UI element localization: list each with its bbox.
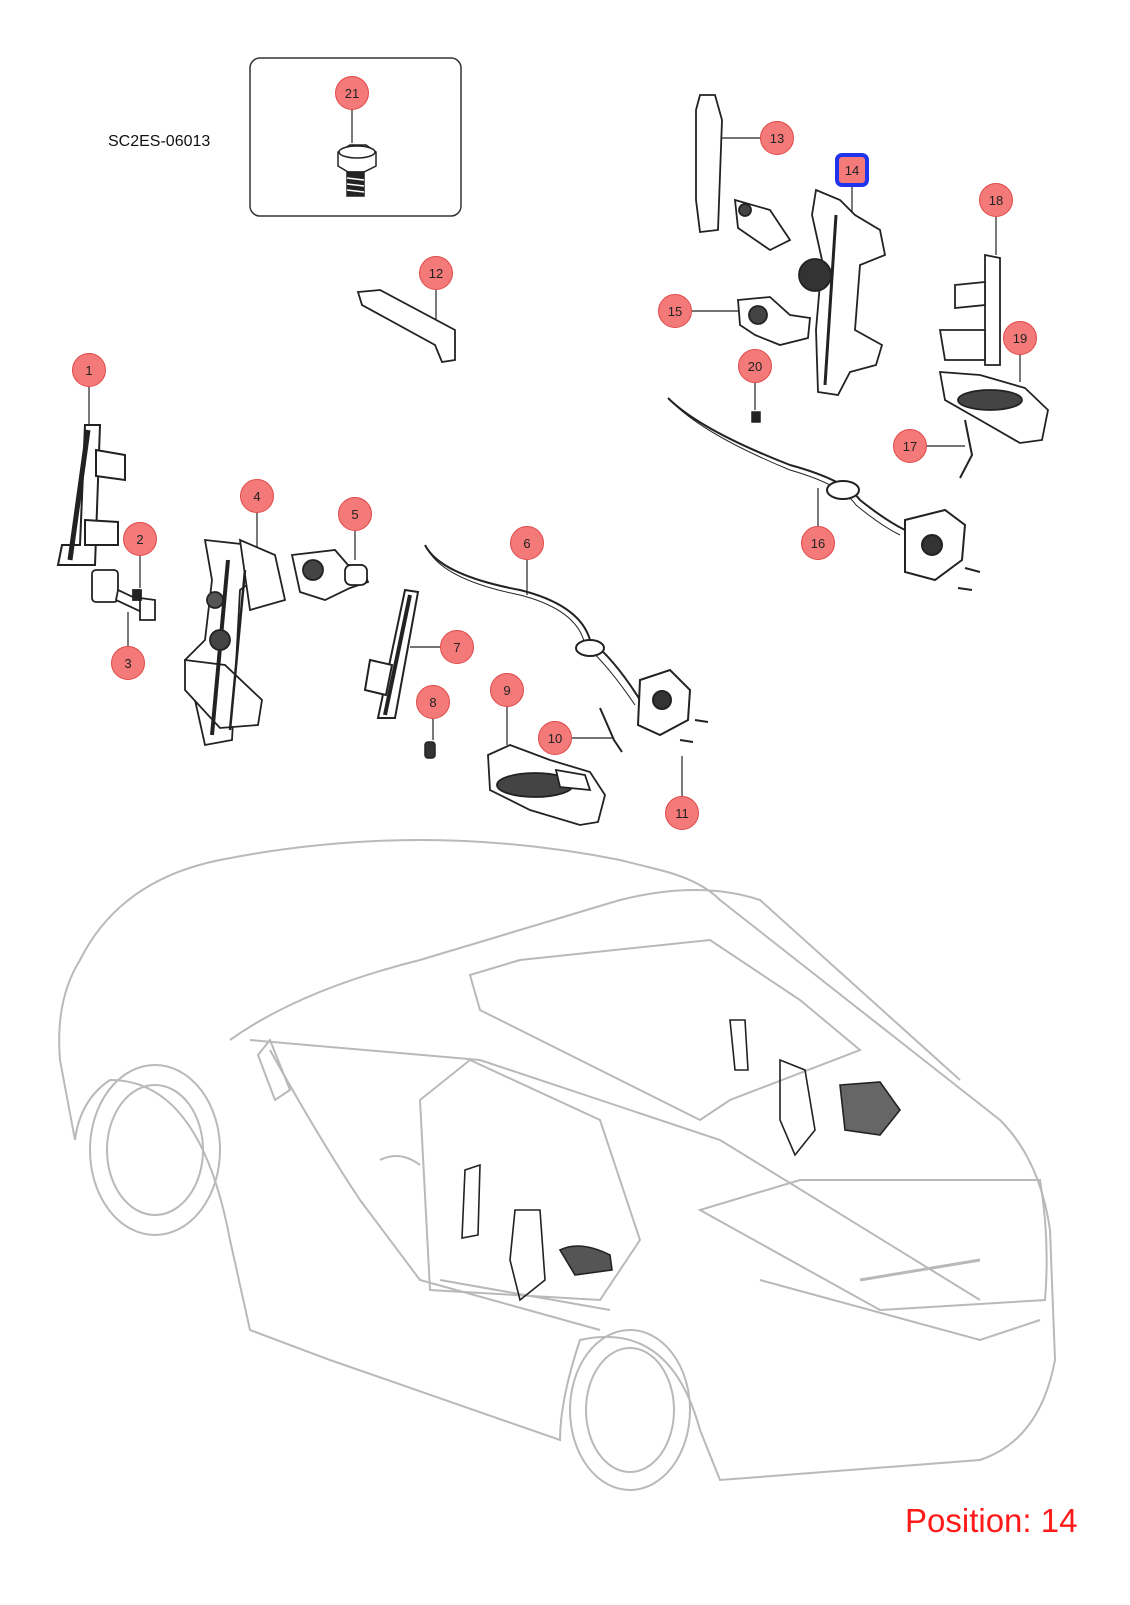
callout-13[interactable]: 13	[760, 121, 794, 155]
callout-number: 2	[136, 531, 144, 547]
part-door-latch-cable	[424, 544, 709, 743]
bolt-inset	[249, 57, 462, 217]
bolt-icon	[337, 144, 377, 197]
part-window-regulator	[184, 538, 287, 747]
part-door-check-strap	[91, 569, 156, 621]
callout-20[interactable]: 20	[738, 349, 772, 383]
callout-number: 11	[675, 805, 689, 821]
callout-14-selected[interactable]: 14	[835, 153, 869, 187]
callout-8[interactable]: 8	[416, 685, 450, 719]
part-rear-window-motor	[737, 296, 811, 346]
callout-number: 16	[810, 535, 826, 551]
callout-number: 5	[351, 506, 359, 522]
part-window-guide-rail	[56, 424, 126, 566]
callout-9[interactable]: 9	[490, 673, 524, 707]
part-exterior-door-handle	[487, 744, 606, 826]
callout-number: 15	[667, 303, 683, 319]
callout-number: 7	[453, 639, 461, 655]
part-rear-window-regulator	[798, 188, 887, 396]
callout-1[interactable]: 1	[72, 353, 106, 387]
callout-number: 8	[429, 694, 437, 710]
callout-number: 20	[747, 358, 763, 374]
callout-number: 14	[844, 162, 860, 178]
position-indicator: Position: 14	[905, 1502, 1078, 1539]
part-rear-latch-cable	[667, 397, 981, 591]
callout-12[interactable]: 12	[419, 256, 453, 290]
callout-number: 13	[769, 130, 785, 146]
callout-10[interactable]: 10	[538, 721, 572, 755]
callout-number: 10	[547, 730, 563, 746]
callout-5[interactable]: 5	[338, 497, 372, 531]
callout-number: 9	[503, 682, 511, 698]
callout-15[interactable]: 15	[658, 294, 692, 328]
part-window-motor	[290, 549, 370, 601]
callout-7[interactable]: 7	[440, 630, 474, 664]
callout-number: 3	[124, 655, 132, 671]
callout-number: 1	[85, 362, 93, 378]
car-outline	[58, 839, 1057, 1491]
part-screws	[751, 411, 761, 423]
callout-19[interactable]: 19	[1003, 321, 1037, 355]
part-rear-exterior-handle	[938, 371, 1049, 444]
callout-number: 4	[253, 488, 261, 504]
part-link-rod	[599, 707, 623, 753]
part-mounting-bracket	[356, 289, 456, 363]
callout-16[interactable]: 16	[801, 526, 835, 560]
callout-number: 12	[428, 265, 444, 281]
callout-6[interactable]: 6	[510, 526, 544, 560]
callout-number: 19	[1012, 330, 1028, 346]
leader-lines	[88, 110, 1021, 796]
callout-18[interactable]: 18	[979, 183, 1013, 217]
callout-number: 17	[902, 438, 918, 454]
callout-number: 21	[344, 85, 360, 101]
callout-21[interactable]: 21	[335, 76, 369, 110]
callout-11[interactable]: 11	[665, 796, 699, 830]
callout-number: 6	[523, 535, 531, 551]
part-spring-clip	[424, 741, 436, 759]
part-upper-rail	[695, 94, 792, 252]
callout-3[interactable]: 3	[111, 646, 145, 680]
callout-4[interactable]: 4	[240, 479, 274, 513]
callout-17[interactable]: 17	[893, 429, 927, 463]
part-rear-link-rod	[959, 419, 974, 479]
car-door-parts	[461, 1019, 902, 1302]
part-rear-door-rail	[938, 253, 1001, 366]
callout-number: 18	[988, 192, 1004, 208]
diagram-code-label: SC2ES-06013	[108, 133, 211, 150]
callout-2[interactable]: 2	[123, 522, 157, 556]
part-rear-guide-rail	[363, 588, 420, 719]
